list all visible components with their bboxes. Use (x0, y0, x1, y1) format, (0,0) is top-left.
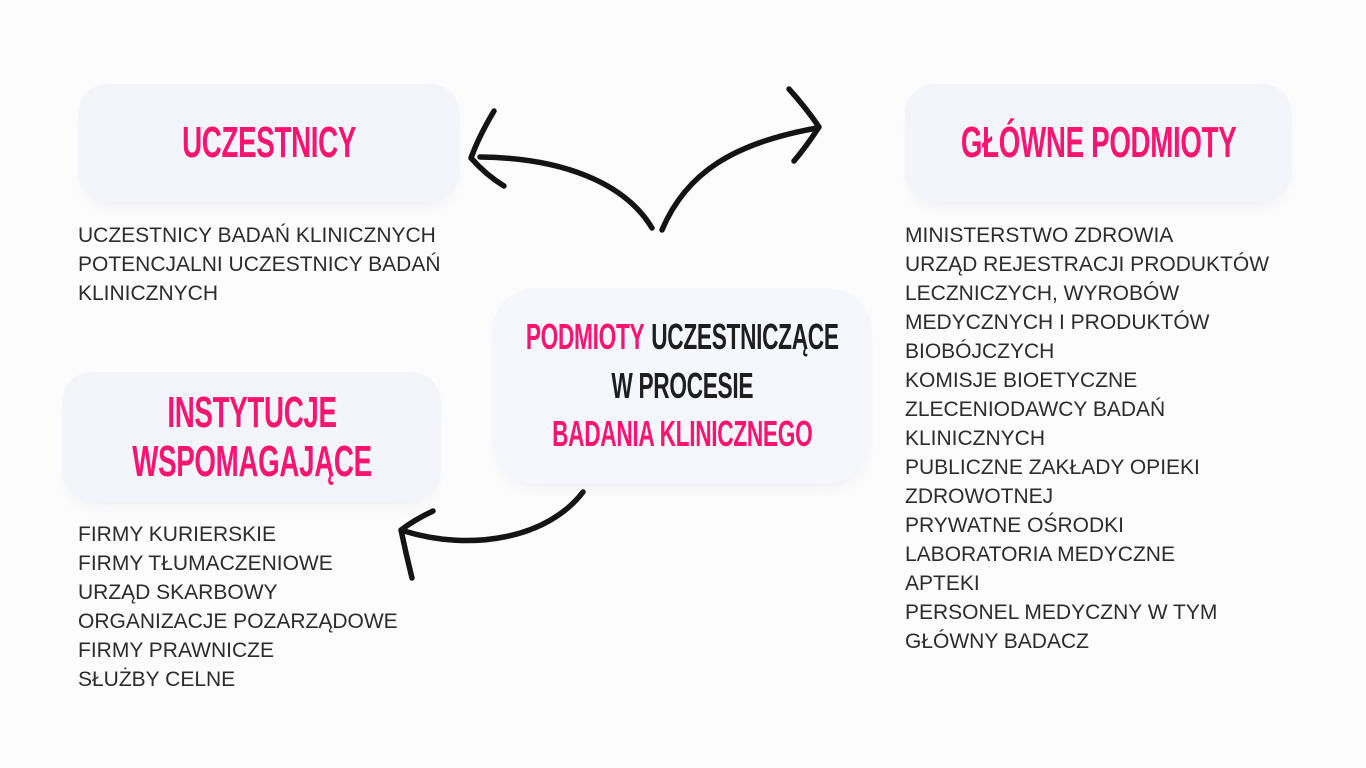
list-item: MINISTERSTWO ZDROWIA (905, 224, 1174, 247)
list-item: LABORATORIA MEDYCZNE (905, 543, 1175, 566)
list-item: APTEKI (905, 572, 980, 595)
list-item: SŁUŻBY CELNE (78, 668, 236, 691)
list-item: POTENCJALNI UCZESTNICY BADAŃ KLINICZNYCH (78, 253, 441, 305)
list-item: PRYWATNE OŚRODKI (905, 514, 1124, 537)
list-item: URZĄD SKARBOWY (78, 581, 278, 604)
arrow-to-glowne-podmioty-icon (659, 125, 820, 233)
list-item: FIRMY TŁUMACZENIOWE (78, 552, 333, 575)
instytucje-wspomagajace-heading: INSTYTUCJE WSPOMAGAJĄCE (131, 387, 372, 486)
list-item: PERSONEL MEDYCZNY W TYM GŁÓWNY BADACZ (905, 601, 1218, 653)
title-line-3: BADANIA KLINICZNEGO (551, 413, 813, 455)
title-line-1-pink: PODMIOTY (525, 315, 645, 357)
list-item: ZLECENIODAWCY BADAŃ KLINICZNYCH (905, 398, 1166, 450)
arrow-to-glowne-podmioty-head-icon (786, 86, 822, 164)
title-line-2: W PROCESIE (611, 364, 753, 406)
glowne-podmioty-list: MINISTERSTWO ZDROWIA URZĄD REJESTRACJI P… (905, 221, 1287, 656)
list-item: FIRMY KURIERSKIE (78, 523, 276, 546)
list-item: FIRMY PRAWNICZE (78, 639, 275, 662)
instytucje-wspomagajace-list: FIRMY KURIERSKIE FIRMY TŁUMACZENIOWE URZ… (78, 520, 460, 694)
arrow-to-uczestnicy-head-icon (468, 108, 507, 189)
list-item: UCZESTNICY BADAŃ KLINICZNYCH (78, 224, 436, 247)
list-item: ORGANIZACJE POZARZĄDOWE (78, 610, 398, 633)
glowne-podmioty-heading: GŁÓWNE PODMIOTY (960, 118, 1237, 168)
arrow-to-uczestnicy-icon (477, 154, 655, 231)
uczestnicy-list: UCZESTNICY BADAŃ KLINICZNYCH POTENCJALNI… (78, 221, 460, 308)
uczestnicy-box: UCZESTNICY (78, 84, 460, 202)
list-item: PUBLICZNE ZAKŁADY OPIEKI ZDROWOTNEJ (905, 456, 1200, 508)
uczestnicy-heading: UCZESTNICY (182, 118, 356, 168)
title-line-1-black: UCZESTNICZĄCE (650, 315, 839, 357)
list-item: URZĄD REJESTRACJI PRODUKTÓW LECZNICZYCH,… (905, 253, 1270, 363)
instytucje-wspomagajace-box: INSTYTUCJE WSPOMAGAJĄCE (62, 372, 441, 502)
list-item: KOMISJE BIOETYCZNE (905, 369, 1138, 392)
glowne-podmioty-box: GŁÓWNE PODMIOTY (905, 84, 1292, 202)
